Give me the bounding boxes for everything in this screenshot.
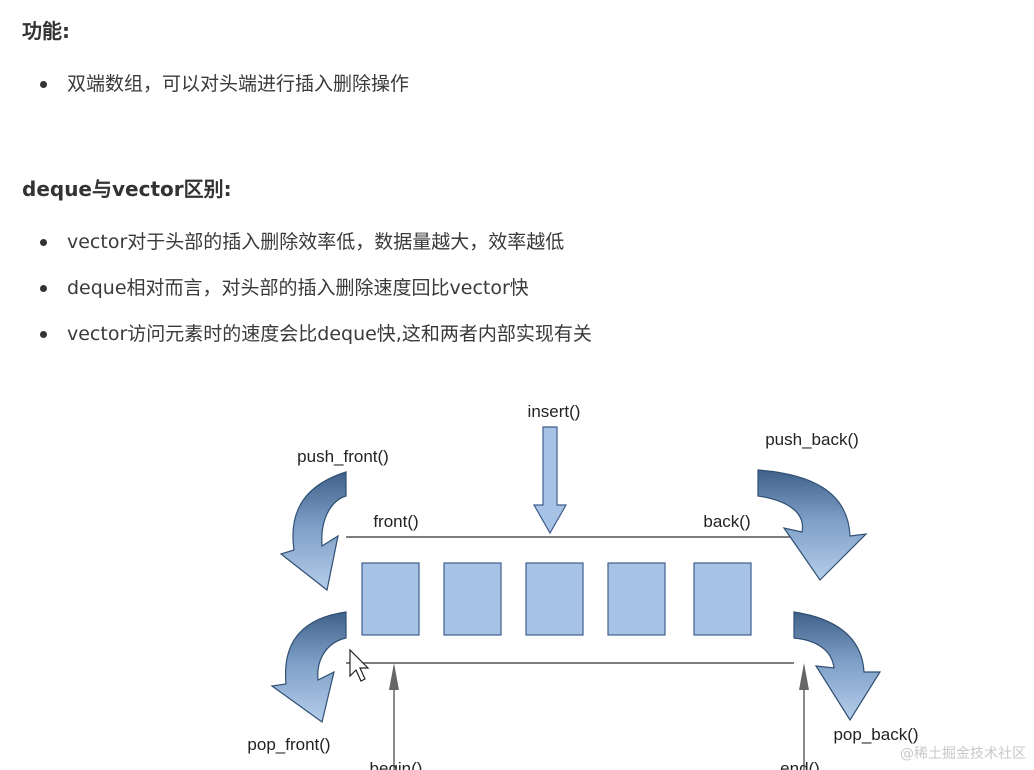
begin-label: begin() — [370, 759, 423, 770]
push-back-arrow-icon — [757, 469, 868, 581]
pop-back-arrow-icon — [793, 611, 882, 722]
deque-element-box — [361, 562, 420, 636]
back-label: back() — [703, 512, 750, 531]
insert-arrow-icon — [532, 426, 568, 535]
pop-front-arrow-icon — [270, 611, 347, 724]
section-heading-difference: deque与vector区别: — [22, 177, 232, 201]
list-item: deque相对而言，对头部的插入删除速度回比vector快 — [40, 276, 592, 322]
watermark: @稀土掘金技术社区 — [900, 746, 1026, 762]
deque-element-box — [607, 562, 666, 636]
pop-back-label: pop_back() — [833, 725, 918, 744]
difference-list: vector对于头部的插入删除效率低，数据量越大，效率越低 deque相对而言，… — [40, 230, 592, 368]
deque-element-box — [693, 562, 752, 636]
deque-elements — [361, 562, 752, 636]
mouse-cursor-icon — [349, 648, 370, 682]
list-item: 双端数组，可以对头端进行插入删除操作 — [40, 72, 409, 118]
push-back-label: push_back() — [765, 430, 859, 449]
insert-label: insert() — [528, 402, 581, 421]
function-list: 双端数组，可以对头端进行插入删除操作 — [40, 72, 409, 118]
pop-front-label: pop_front() — [247, 735, 330, 754]
list-item: vector访问元素时的速度会比deque快,这和两者内部实现有关 — [40, 322, 592, 368]
list-item: vector对于头部的插入删除效率低，数据量越大，效率越低 — [40, 230, 592, 276]
end-label: end() — [780, 759, 820, 770]
push-front-label: push_front() — [297, 447, 389, 466]
section-heading-function: 功能: — [22, 19, 70, 43]
begin-arrow-icon — [389, 663, 399, 690]
end-arrow-icon — [799, 663, 809, 690]
deque-element-box — [525, 562, 584, 636]
front-label: front() — [373, 512, 418, 531]
push-front-arrow-icon — [279, 471, 347, 592]
deque-element-box — [443, 562, 502, 636]
